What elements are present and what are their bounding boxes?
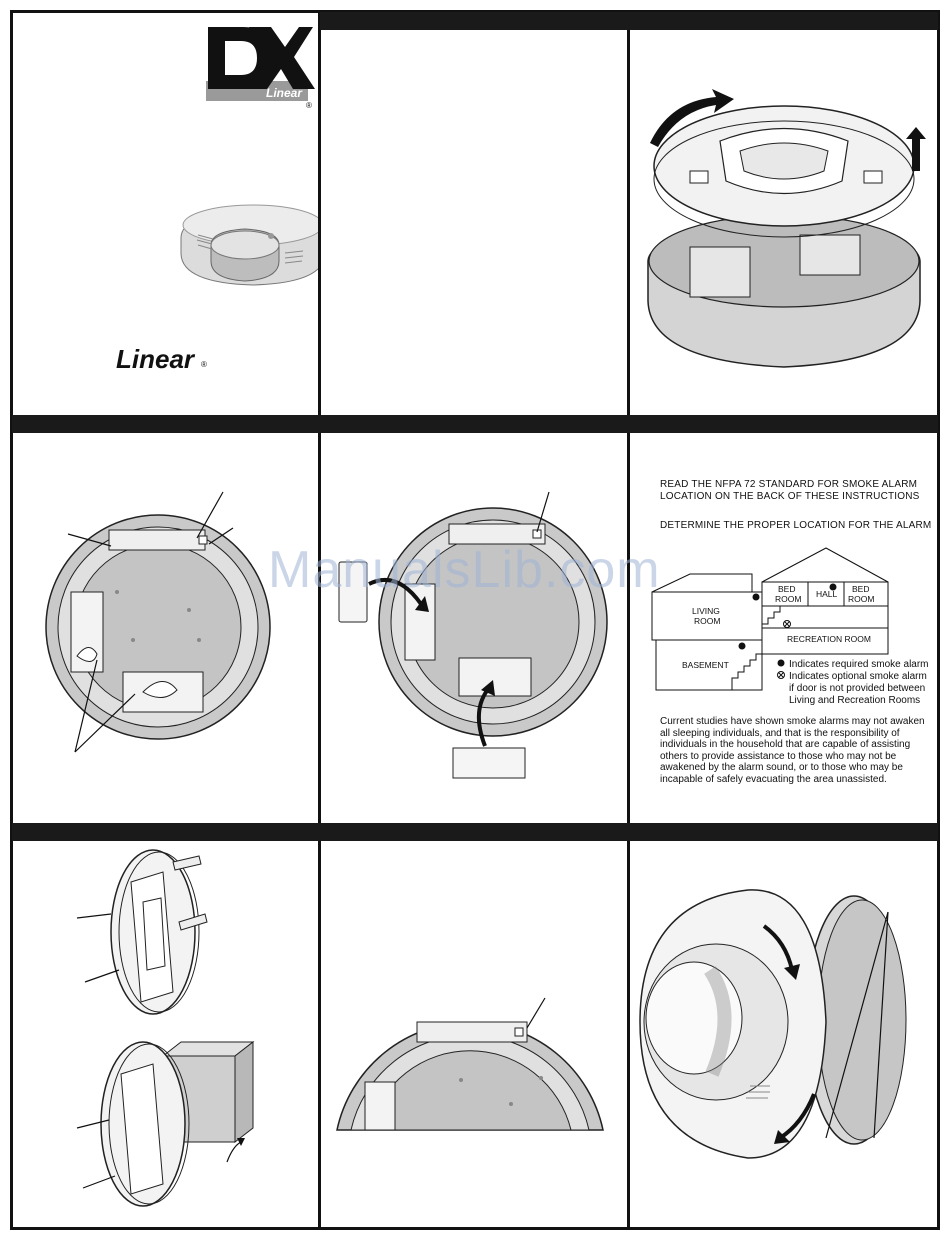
location-instruction-1: READ THE NFPA 72 STANDARD FOR SMOKE ALAR… [660,479,920,503]
location-instruction-1b: LOCATION ON THE BACK OF THESE INSTRUCTIO… [660,491,920,502]
room-living-2: ROOM [694,616,720,626]
header-bar-row2 [12,415,938,433]
panel-half-detector [321,842,627,1228]
linear-wordmark-text: Linear [116,344,196,374]
room-bed-right-1: BED [852,584,869,594]
paragraph-line: Current studies have shown smoke alarms … [660,716,925,727]
column-divider-2 [627,10,630,1230]
room-basement: BASEMENT [682,660,729,670]
paragraph-line: incapable of safely evacuating the area … [660,773,887,785]
watermark: ManualsLib.com [268,541,661,599]
smoke-detector-image [180,204,318,286]
dx-logo: Linear ® [206,27,315,110]
room-hall: HALL [816,589,838,599]
awaken-warning-paragraph: Current studies have shown smoke alarms … [660,716,930,785]
paragraph-line: awakened by the alarm sound, or to those… [660,762,903,773]
paragraph-line: individuals in the household that are ca… [660,739,911,750]
optional-alarm-symbol [783,620,791,628]
half-detector-illustration [336,997,604,1131]
paragraph-line: others to provide assistance to those wh… [660,750,897,762]
panel-battery [321,434,627,822]
cover-illustration: Linear ® Linear ® [116,27,318,374]
panel-detector-back [13,434,318,822]
panel-remove-plate [630,31,938,413]
legend-required: Indicates required smoke alarm [789,659,929,670]
floor-plan-diagram: LIVING ROOM BED ROOM HALL BED ROOM RECRE… [651,547,929,706]
room-recreation: RECREATION ROOM [787,634,871,644]
detector-back-illustration [45,491,271,753]
location-instruction-2: DETERMINE THE PROPER LOCATION FOR THE AL… [660,520,932,531]
header-bar-row1 [320,12,938,30]
panel-mounting [13,842,318,1228]
legend-optional-symbol [777,671,785,679]
room-living-1: LIVING [692,606,720,616]
legend-optional-1: Indicates optional smoke alarm [789,671,927,682]
room-bed-left-2: ROOM [775,594,801,604]
room-bed-left-1: BED [778,584,795,594]
registered-mark: ® [306,101,312,110]
battery-illustration [338,491,608,779]
mounting-illustration [76,849,255,1207]
linear-registered-mark: ® [201,360,207,369]
location-instruction-1a: READ THE NFPA 72 STANDARD FOR SMOKE ALAR… [660,479,918,490]
required-alarm-symbol [777,659,785,667]
legend-optional-3: Living and Recreation Rooms [789,695,920,706]
room-bed-right-2: ROOM [848,594,874,604]
remove-plate-illustration [647,89,926,368]
panel-cover: Linear ® Linear ® [13,13,318,413]
header-bar-row3 [12,823,938,841]
dx-logo-sub: Linear [266,86,303,100]
legend-optional-2: if door is not provided between [789,683,925,694]
paragraph-line: all sleeping individuals, and that is th… [660,727,900,739]
panel-attach-detector [630,842,938,1228]
attach-detector-illustration [639,889,907,1159]
page-frame [10,10,940,1230]
column-divider-1 [318,10,321,1230]
linear-wordmark: Linear ® [116,344,207,374]
